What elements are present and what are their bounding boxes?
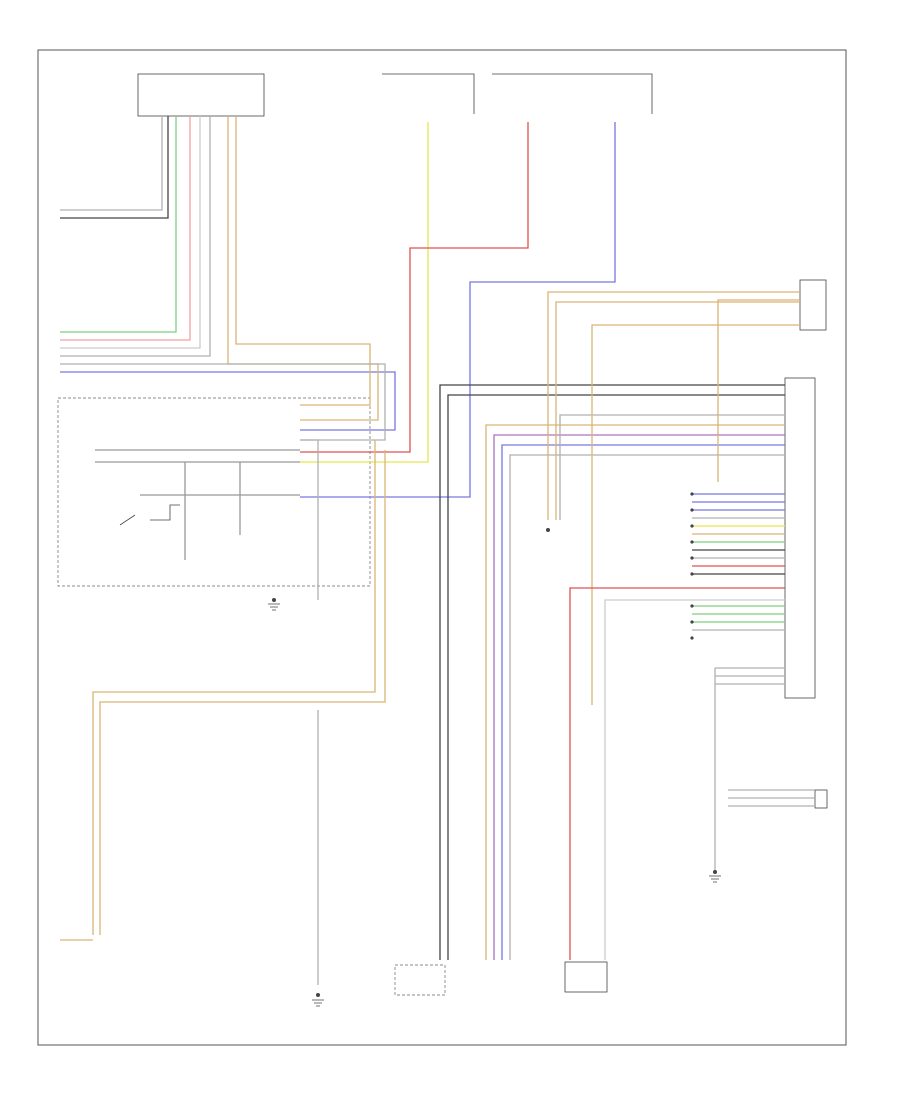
wire-tan-7 <box>717 299 800 482</box>
ground-symbol-2 <box>268 603 280 611</box>
wire-black-1 <box>60 116 169 219</box>
wire-red-2 <box>569 587 785 960</box>
wire-tan-3 <box>485 424 785 960</box>
connector-pin <box>690 492 694 496</box>
meter-line-4 <box>184 462 241 560</box>
wire-tan-5 <box>555 301 800 520</box>
engine-control-module-box <box>784 377 816 699</box>
connector-pin <box>690 524 694 528</box>
wire-gray-4 <box>509 454 785 960</box>
wire-gray-15 <box>728 789 815 807</box>
connector-pin <box>546 528 550 532</box>
wire-tan-2 <box>235 116 371 406</box>
connector-pin <box>690 572 694 576</box>
wire-gray-5 <box>559 414 785 520</box>
top-left-connector-box <box>137 73 265 117</box>
wire-tan-1 <box>227 116 379 421</box>
combination-meter-box <box>57 397 371 587</box>
connector-pin <box>690 508 694 512</box>
wire-tan-8 <box>92 440 376 935</box>
wire-red-1 <box>300 122 529 453</box>
connector-pin <box>690 540 694 544</box>
wire-gray-8 <box>300 439 319 600</box>
wire-green-1 <box>60 116 177 333</box>
connector-pin <box>690 556 694 560</box>
wire-black-2 <box>439 384 785 960</box>
wire-blue-3 <box>501 444 785 960</box>
wire-tan-4 <box>547 291 800 520</box>
right-top-connector-box <box>799 279 827 331</box>
wire-blue-2 <box>300 122 616 498</box>
ground-symbol-1 <box>312 999 324 1007</box>
wire-yellow-1 <box>300 122 429 463</box>
connector-pin <box>272 598 276 602</box>
wire-pink-1 <box>60 116 191 341</box>
wire-tan-6 <box>591 324 800 705</box>
wire-violet-1 <box>493 434 785 960</box>
connector-pin <box>316 993 320 997</box>
wire-white-1 <box>60 116 201 349</box>
wire-gray-6 <box>604 599 785 960</box>
sensor-bottom-right-box <box>564 961 608 993</box>
wire-gray-1 <box>60 116 163 211</box>
ground-symbol-3 <box>709 875 721 883</box>
wire-gray-14 <box>714 668 785 870</box>
fuse-box-1 <box>382 73 475 114</box>
wire-gray-2 <box>60 116 211 357</box>
connector-pin <box>690 620 694 624</box>
connector-pin <box>690 604 694 608</box>
fuse-box-2 <box>492 73 653 114</box>
wire-tan-9 <box>99 450 386 935</box>
wire-gray-3 <box>60 363 386 441</box>
diagram-frame <box>37 49 847 1046</box>
right-mid-connector-box <box>814 789 828 809</box>
wire-blue-1 <box>60 371 396 431</box>
connector-pin <box>713 870 717 874</box>
connector-pin <box>690 636 694 640</box>
wire-black-3 <box>447 394 785 960</box>
switch-symbol <box>119 504 180 526</box>
sensor-bottom-left-box <box>394 964 446 996</box>
